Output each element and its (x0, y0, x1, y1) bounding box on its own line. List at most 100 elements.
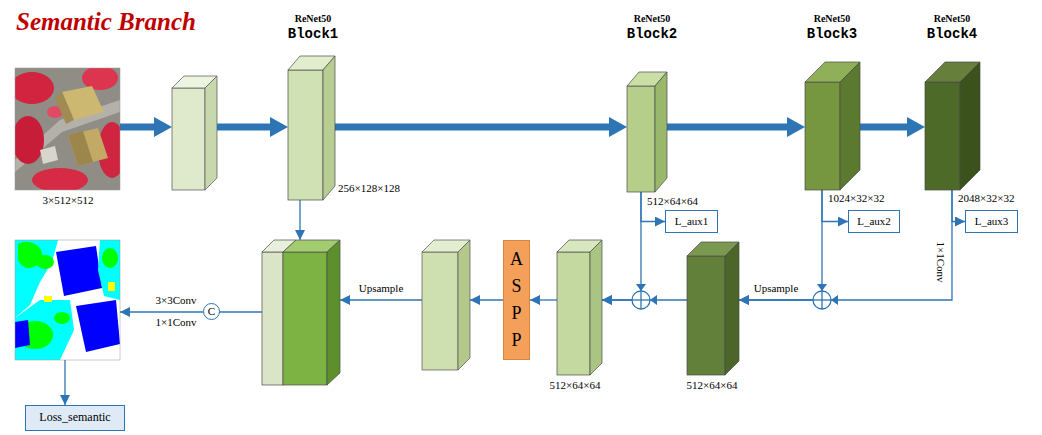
arrow-head (817, 284, 827, 291)
tensor-size: 256×128×128 (338, 182, 400, 195)
box-face (422, 252, 458, 370)
flow-arrow (120, 311, 212, 312)
box-face (590, 240, 602, 375)
vegetation (15, 116, 44, 164)
operation-label: Upsample (753, 282, 800, 295)
sum-circle (632, 291, 650, 309)
box-outline (627, 72, 667, 192)
sum-cross (640, 291, 641, 309)
arrow-head (636, 284, 646, 291)
box-face (205, 76, 217, 190)
box-face (262, 252, 283, 385)
map-ground (15, 240, 120, 360)
flow-arrow (120, 124, 164, 131)
vegetation (82, 68, 118, 90)
class-region (36, 255, 54, 269)
node-label: L_aux2 (857, 215, 891, 228)
resnet-block: ReNet50Block31024×32×32 (805, 62, 860, 190)
box-face (283, 252, 327, 385)
box-face (327, 240, 340, 385)
backbone-name: ReNet50 (814, 13, 851, 25)
box-face (840, 62, 860, 190)
feature-map (422, 240, 470, 370)
tensor-size: 1024×32×32 (828, 192, 884, 205)
class-region (56, 246, 102, 296)
resnet-block: ReNet50Block42048×32×32 (925, 62, 980, 190)
vegetation (15, 72, 54, 104)
sum-symbol (813, 284, 838, 309)
sum-symbol (632, 284, 657, 309)
class-region (98, 240, 120, 300)
flow-arrows (65, 127, 503, 405)
box-outline (557, 240, 602, 375)
concat-feature (262, 240, 340, 385)
tensor-size: 512×64×64 (687, 379, 738, 392)
flow-arrow (739, 190, 952, 300)
node-label: Loss_semantic (39, 411, 110, 425)
box-outline (687, 242, 739, 375)
class-region (15, 300, 74, 360)
loss-box: Loss_semantic (25, 405, 125, 431)
backbone-name: ReNet50 (634, 13, 671, 25)
roof (68, 128, 108, 166)
block-name: Block3 (807, 26, 857, 42)
flow-arrow (217, 124, 280, 131)
backbone-arrow (667, 124, 797, 131)
concat-symbol: C (203, 303, 220, 320)
input-image (15, 68, 120, 190)
class-region (44, 296, 52, 302)
feature-map: 512×64×64 (557, 240, 602, 375)
arrow-head (650, 295, 657, 305)
input-size: 3×512×512 (42, 194, 95, 207)
box-face (458, 240, 470, 370)
backbone-arrow (860, 124, 917, 131)
flow-arrow (530, 299, 557, 300)
backbone-name: ReNet50 (295, 13, 332, 25)
box-face (687, 256, 725, 375)
class-region (76, 300, 120, 352)
box-face (172, 88, 205, 190)
stem-box (172, 76, 217, 190)
class-region (15, 320, 30, 348)
flow-arrow (340, 299, 422, 300)
arrow-head (831, 295, 838, 305)
backbone-name: ReNet50 (934, 13, 971, 25)
node-label: L_aux3 (975, 215, 1009, 228)
vegetation (32, 168, 88, 190)
box-outline (925, 62, 980, 190)
box-face (557, 252, 590, 375)
tensor-size: 512×64×64 (647, 195, 698, 208)
resnet-block: ReNet50Block2512×64×64 (627, 72, 667, 192)
sum-circle (813, 291, 831, 309)
feature-map: 512×64×64 (687, 242, 739, 375)
node-label: L_aux1 (675, 215, 709, 228)
block-name: Block4 (927, 26, 977, 42)
block-name: Block2 (627, 26, 677, 42)
box-face (805, 82, 840, 190)
node-label: C (208, 306, 215, 317)
roof (68, 131, 93, 166)
output-map (15, 240, 120, 360)
backbone-arrow (335, 124, 619, 131)
class-region (102, 248, 118, 268)
aux-loss-box: L_aux2 (848, 210, 900, 233)
box-face (288, 70, 323, 200)
map-frame (15, 240, 120, 360)
operation-label: Upsample (358, 282, 405, 295)
aux-loss-box: L_aux1 (665, 210, 718, 233)
operation-label: 1×1Conv (935, 240, 948, 283)
flow-arrow (299, 200, 300, 240)
tensor-size: 2048×32×32 (958, 192, 1014, 205)
flow-arrow (739, 190, 822, 300)
box-outline (805, 62, 860, 190)
box-outline (288, 56, 335, 200)
box-face (925, 82, 960, 190)
aux-loss-box: L_aux3 (965, 210, 1018, 233)
box-face (627, 86, 655, 192)
resnet-block: ReNet50Block1256×128×128 (288, 56, 335, 200)
roof (55, 92, 74, 124)
flow-arrow (470, 299, 503, 300)
roof (40, 146, 58, 164)
box-face (960, 62, 980, 190)
